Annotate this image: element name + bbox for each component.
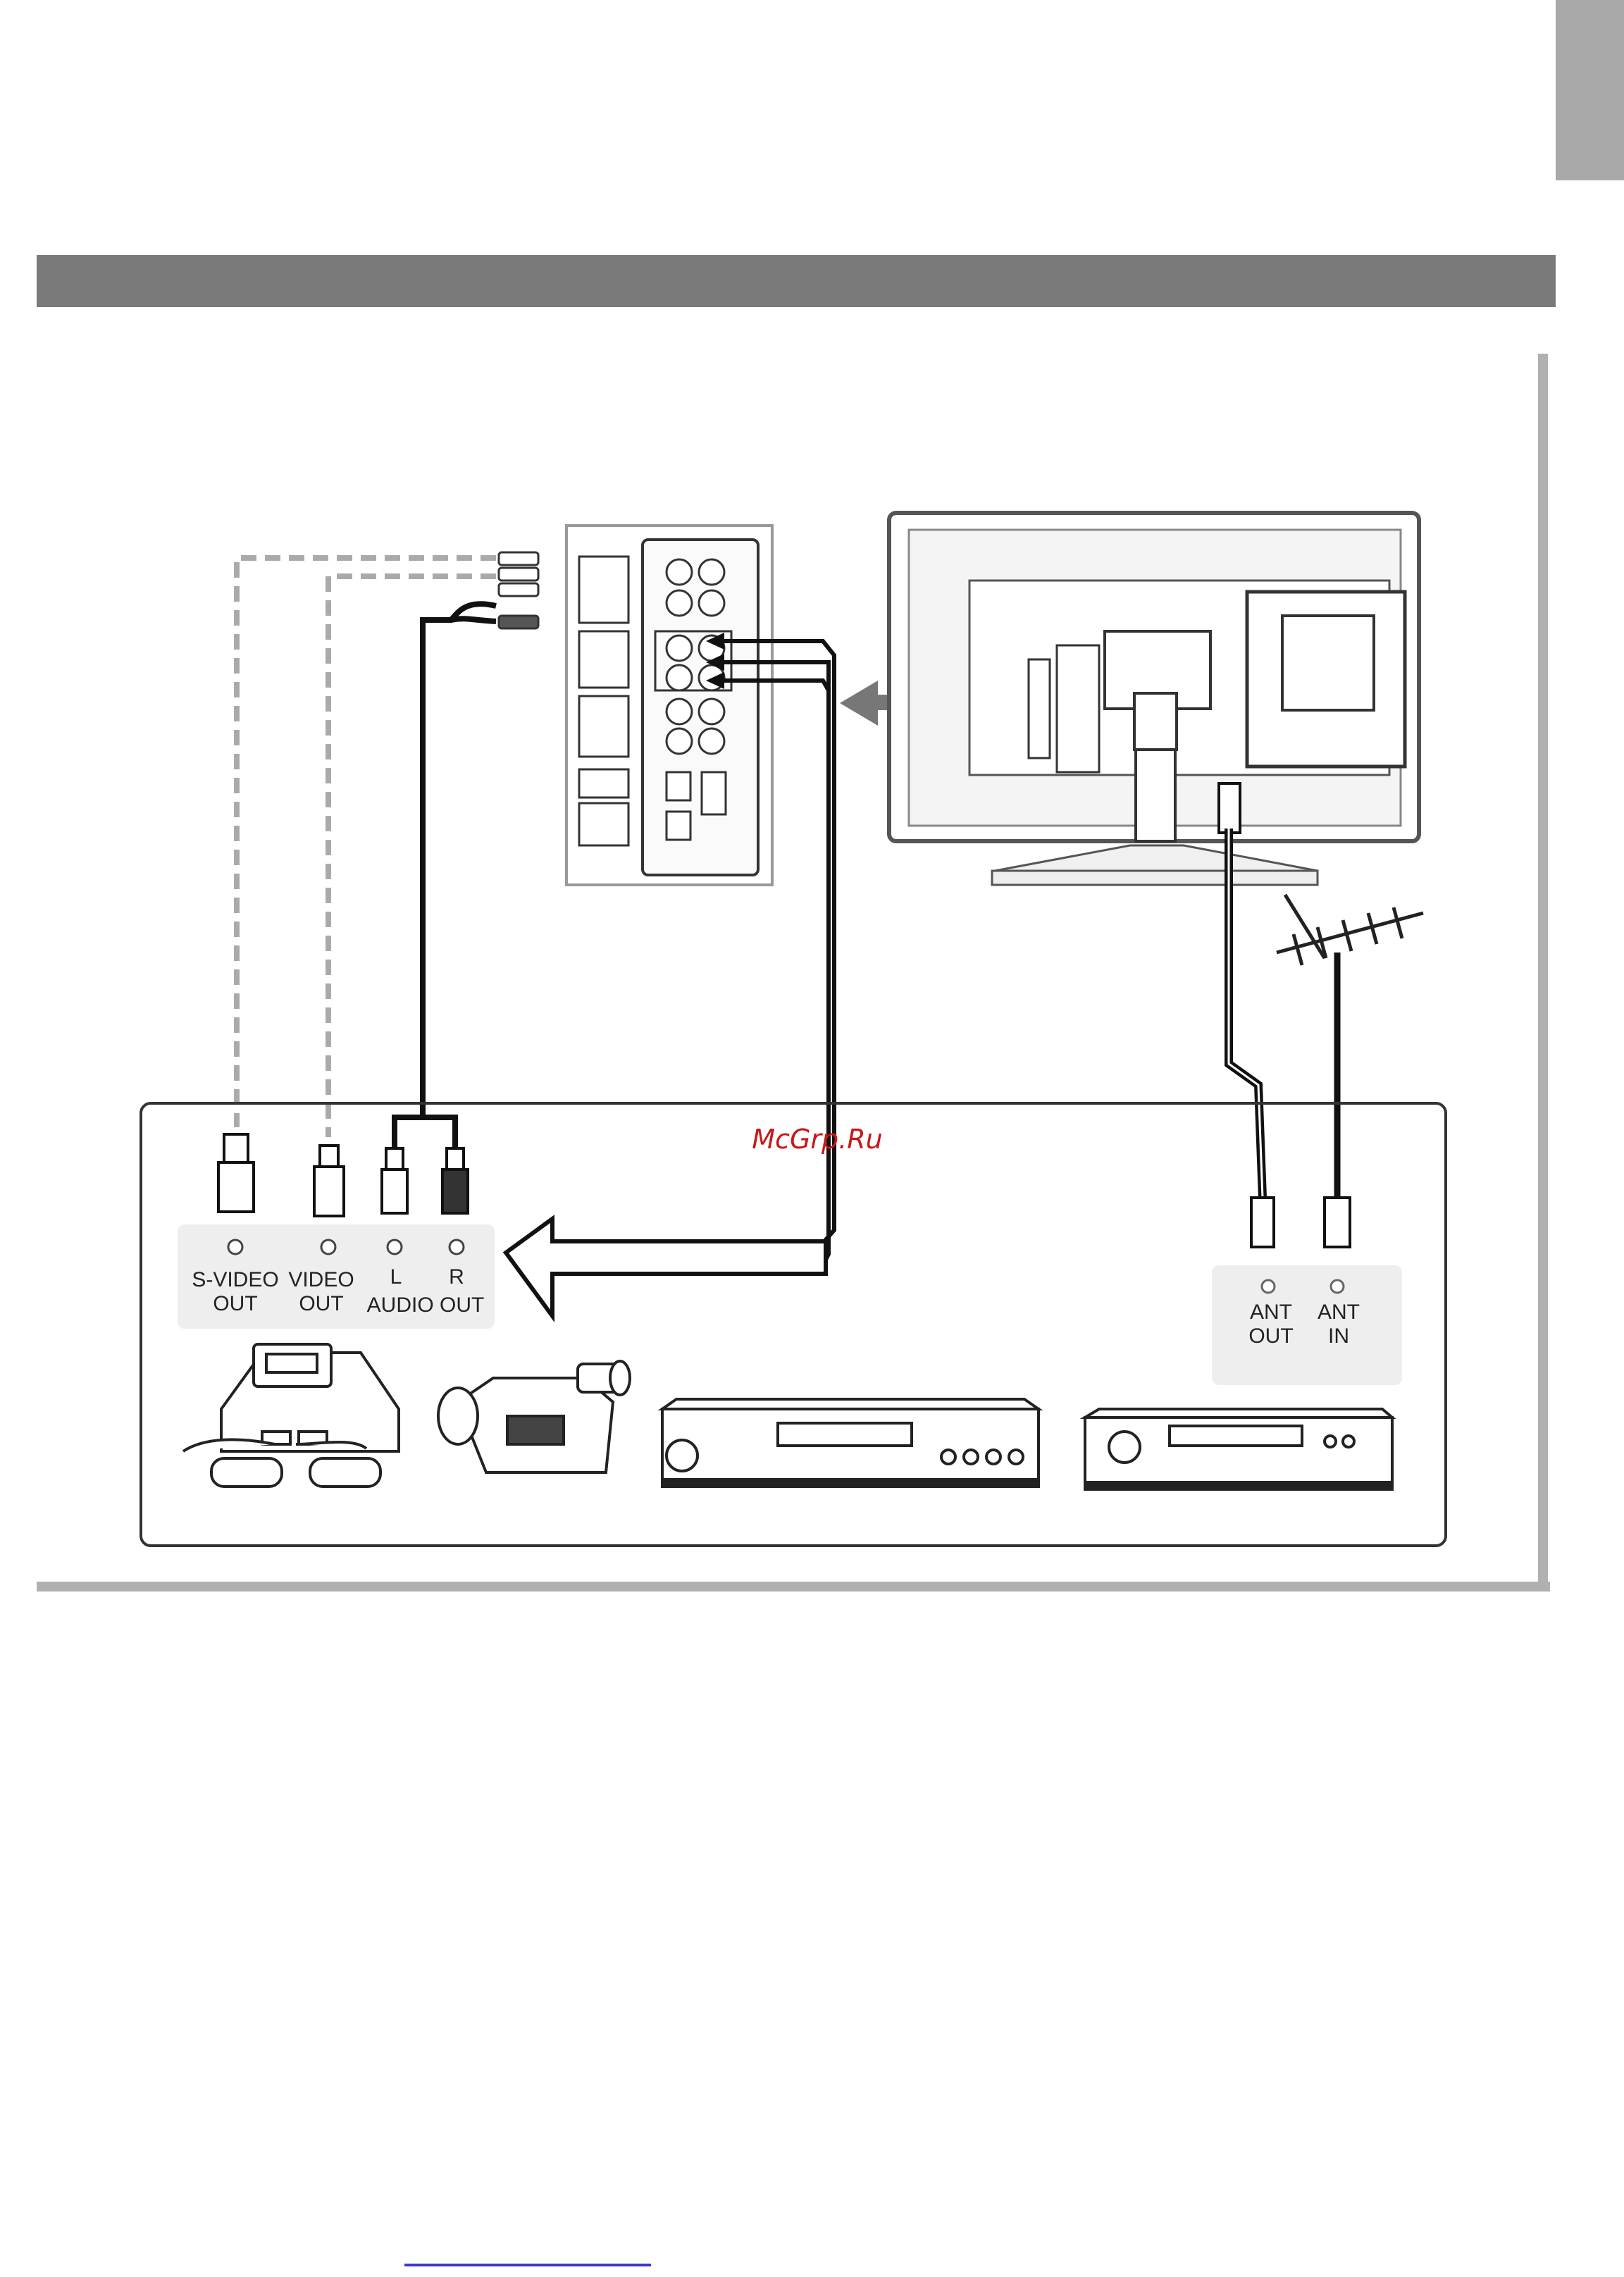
cable-plugs-panel <box>499 552 538 628</box>
hollow-arrow <box>506 1219 826 1316</box>
game-console-icon <box>183 1344 399 1487</box>
s-video-out-label-1: S-VIDEO <box>192 1268 278 1291</box>
audio-cable <box>395 604 496 1153</box>
watermark: McGrp.Ru <box>752 1124 882 1155</box>
ant-out-label-1: ANT <box>1250 1301 1292 1324</box>
tv-rear-illustration <box>889 513 1419 885</box>
video-out-label-1: VIDEO <box>288 1268 354 1291</box>
audio-l-label: L <box>390 1265 402 1289</box>
antenna-icon <box>1277 895 1423 965</box>
s-video-out-label-2: OUT <box>213 1292 257 1315</box>
audio-r-label: R <box>449 1265 464 1289</box>
tv-panel-closeup <box>566 526 772 885</box>
camcorder-icon <box>438 1361 630 1472</box>
ant-out-label-2: OUT <box>1248 1324 1293 1348</box>
dashed-cables <box>237 558 496 1137</box>
footer-link-underline <box>404 2264 651 2266</box>
ant-in-label-2: IN <box>1328 1324 1349 1348</box>
output-jack-panel: S-VIDEO OUT VIDEO OUT L R AUDIO OUT <box>178 1224 495 1329</box>
audio-out-label: AUDIO OUT <box>367 1293 485 1317</box>
vcr-icon <box>1085 1409 1392 1489</box>
ant-in-label-1: ANT <box>1318 1301 1360 1324</box>
video-out-label-2: OUT <box>299 1292 343 1315</box>
dvd-player-icon <box>662 1399 1039 1487</box>
antenna-port-panel: ANT OUT ANT IN <box>1212 1265 1402 1385</box>
